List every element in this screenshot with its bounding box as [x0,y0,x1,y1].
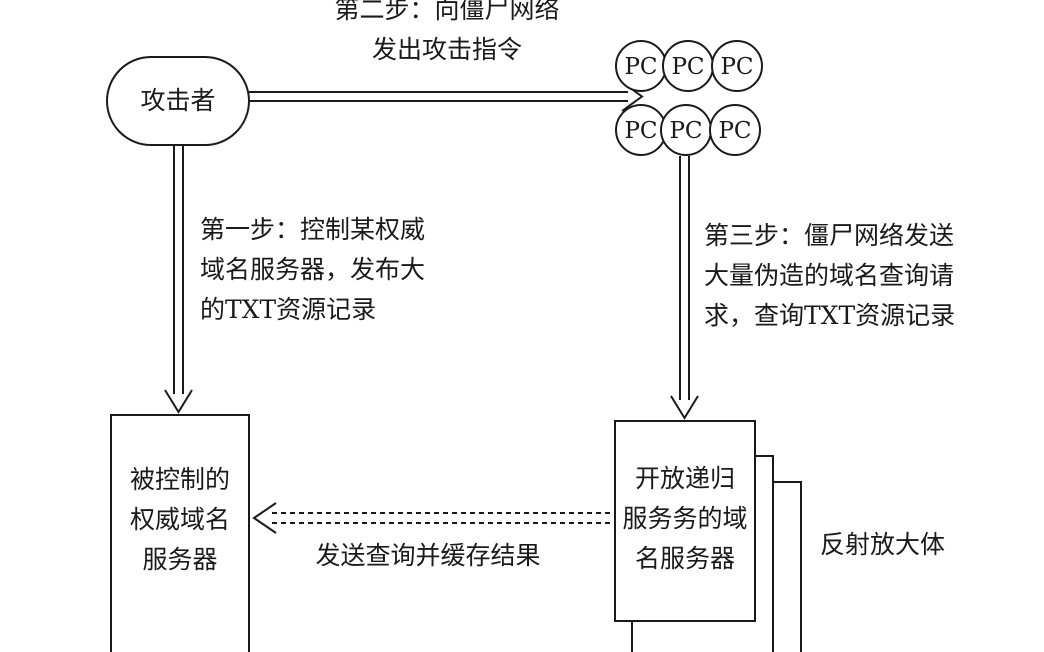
resolver-box [614,420,756,622]
step-three-line-3: 求，查询TXT资源记录 [704,301,955,330]
resolver-line-1: 开放递归 [635,464,735,493]
step-one-line-2: 域名服务器，发布大 [200,255,425,284]
step-two-line-1: 第二步：向僵尸网络 [334,0,559,24]
step-two-line-2: 发出攻击指令 [372,35,522,64]
arrow-botnet-to-resolver [670,156,699,420]
controlled-server-box [110,414,250,652]
controlled-server-line-3: 服务器 [142,545,217,574]
query-cache-label: 发送查询并缓存结果 [315,541,540,570]
arrow-attacker-to-controlled-server [164,145,193,414]
controlled-server-line-2: 权威域名 [130,505,230,534]
pc-node [709,104,761,156]
pc-label: PC [671,54,704,80]
arrow-attacker-to-botnet [249,81,644,112]
pc-label: PC [624,54,657,80]
pc-label: PC [669,118,702,144]
resolver-line-2: 服务务的域 [622,504,747,533]
pc-label: PC [624,118,657,144]
step-three-line-2: 大量伪造的域名查询请 [704,261,954,290]
pc-label: PC [720,54,753,80]
step-one-line-3: 的TXT资源记录 [200,295,376,324]
attacker-label: 攻击者 [140,86,215,115]
controlled-server-line-1: 被控制的 [130,465,230,494]
amplifier-label: 反射放大体 [820,530,945,559]
pc-node [711,40,763,92]
resolver-line-3: 名服务器 [635,544,735,573]
botnet-cluster: PC PC PC PC PC PC [615,40,763,156]
step-one-line-1: 第一步：控制某权威 [200,215,425,244]
arrow-resolver-to-controlled-server [252,502,615,534]
step-three-line-1: 第三步：僵尸网络发送 [704,221,954,250]
pc-label: PC [718,118,751,144]
